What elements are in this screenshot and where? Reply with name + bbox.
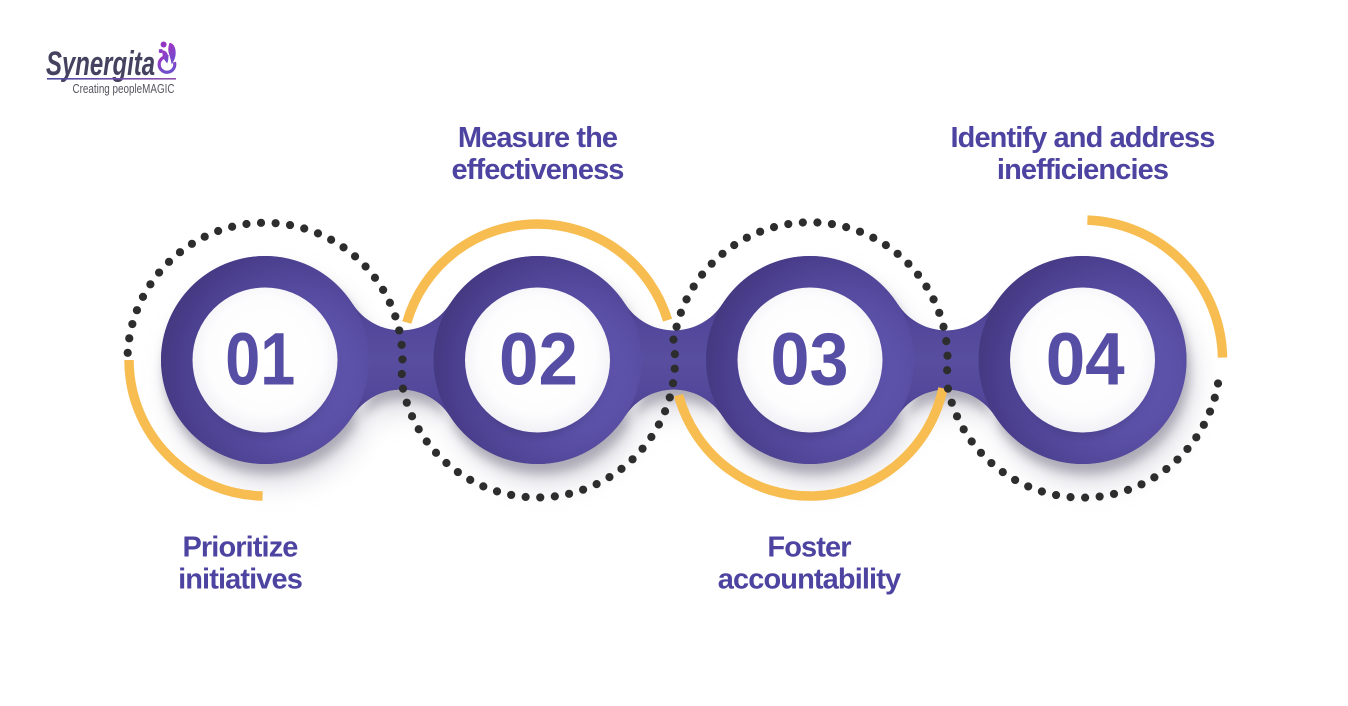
svg-text:01: 01 bbox=[225, 318, 295, 401]
svg-text:Creating peopleMAGIC: Creating peopleMAGIC bbox=[73, 82, 175, 96]
svg-text:03: 03 bbox=[771, 318, 849, 401]
svg-text:02: 02 bbox=[499, 318, 578, 401]
svg-text:04: 04 bbox=[1046, 318, 1125, 401]
svg-text:Synergita: Synergita bbox=[46, 45, 155, 83]
